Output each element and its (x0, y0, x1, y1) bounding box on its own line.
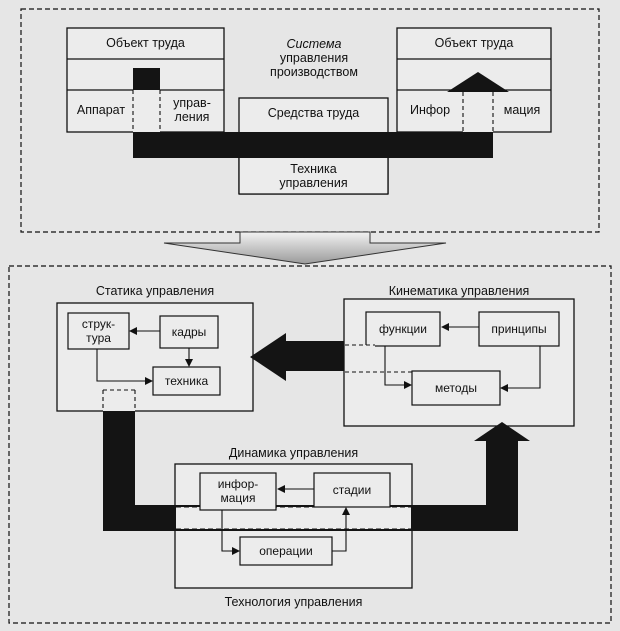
system-title-line-2: управления (279, 51, 349, 65)
statics-technique-label: техника (164, 374, 209, 388)
functions-box (365, 311, 441, 347)
principles-to-methods-arrowhead (500, 384, 508, 392)
technique-label: Техника управления (239, 162, 388, 190)
info-label-part-b: мация (503, 103, 541, 117)
functions-to-methods-arrowhead (404, 381, 412, 389)
information-label-line-2: мация (220, 491, 256, 505)
stages-label: стадии (332, 483, 372, 497)
apparatus-passage (133, 90, 160, 132)
bottom-section-frame (8, 265, 612, 624)
staff-label: кадры (171, 325, 207, 339)
apparatus-label-part-b: управ- (173, 96, 211, 110)
principles-label: принципы (491, 322, 547, 336)
loop-bottom-left (103, 505, 175, 531)
information-label-line-1: инфор- (217, 477, 259, 491)
statics-technique-box (152, 366, 221, 396)
info-passage (463, 92, 493, 132)
transition-arrow (163, 231, 447, 265)
stages-box (313, 472, 391, 508)
staff-box (159, 315, 219, 349)
functions-label: функции (379, 322, 427, 336)
dynamics-title: Динамика управления (228, 446, 359, 460)
methods-label: методы (435, 381, 477, 395)
structure-label: струк- тура (68, 317, 129, 345)
technology-title: Технология управления (224, 595, 363, 609)
kinematics-title: Кинематика управления (388, 284, 530, 298)
object-left-label: Объект труда (106, 36, 185, 50)
structure-box (67, 312, 130, 350)
functions-to-methods-line (384, 346, 407, 386)
means-label: Средства труда (267, 106, 360, 120)
technique-box (239, 158, 388, 194)
operations-box (239, 536, 333, 566)
connector-up-arrowhead (447, 72, 509, 92)
info-label-part-a: Инфор (409, 103, 451, 117)
apparatus-label-part-c: ления (174, 110, 210, 124)
dynamics-passage (176, 507, 411, 529)
object-right-label: Объект труда (434, 36, 514, 50)
apparatus-label-part-a: Аппарат (76, 103, 126, 117)
information-box (199, 472, 277, 511)
operations-to-stages-line (332, 512, 347, 552)
loop-up-arrowhead (474, 422, 530, 441)
principles-to-functions-arrowhead (441, 323, 449, 331)
loop-right-stem (486, 440, 518, 531)
kinematics-passage (345, 345, 375, 372)
system-title: Система управления производством (240, 37, 388, 79)
connector-bar (133, 132, 493, 158)
structure-label-line-1: струк- (81, 317, 116, 331)
system-title-line-3: производством (270, 65, 358, 79)
operations-label: операции (259, 544, 313, 558)
staff-to-structure-arrowhead (129, 327, 137, 335)
staff-to-technique-arrowhead (185, 359, 193, 367)
loop-left-arrowhead (250, 333, 286, 381)
statics-title: Статика управления (95, 284, 215, 298)
structure-to-technique-line (96, 349, 148, 382)
statics-passage (103, 390, 135, 411)
technique-label-line-2: управления (279, 176, 348, 190)
stages-to-information-arrowhead (277, 485, 285, 493)
principles-to-methods-line (505, 346, 541, 389)
technique-label-line-1: Техника (290, 162, 337, 176)
operations-to-stages-arrowhead (342, 507, 350, 515)
system-title-line-1: Система (286, 37, 342, 51)
principles-box (478, 311, 560, 347)
loop-left-arrow-shaft (285, 341, 344, 371)
structure-to-technique-arrowhead (145, 377, 153, 385)
information-to-operations-arrowhead (232, 547, 240, 555)
information-to-operations-line (221, 510, 235, 552)
structure-label-line-2: тура (86, 331, 111, 345)
information-label: инфор- мация (200, 477, 276, 505)
